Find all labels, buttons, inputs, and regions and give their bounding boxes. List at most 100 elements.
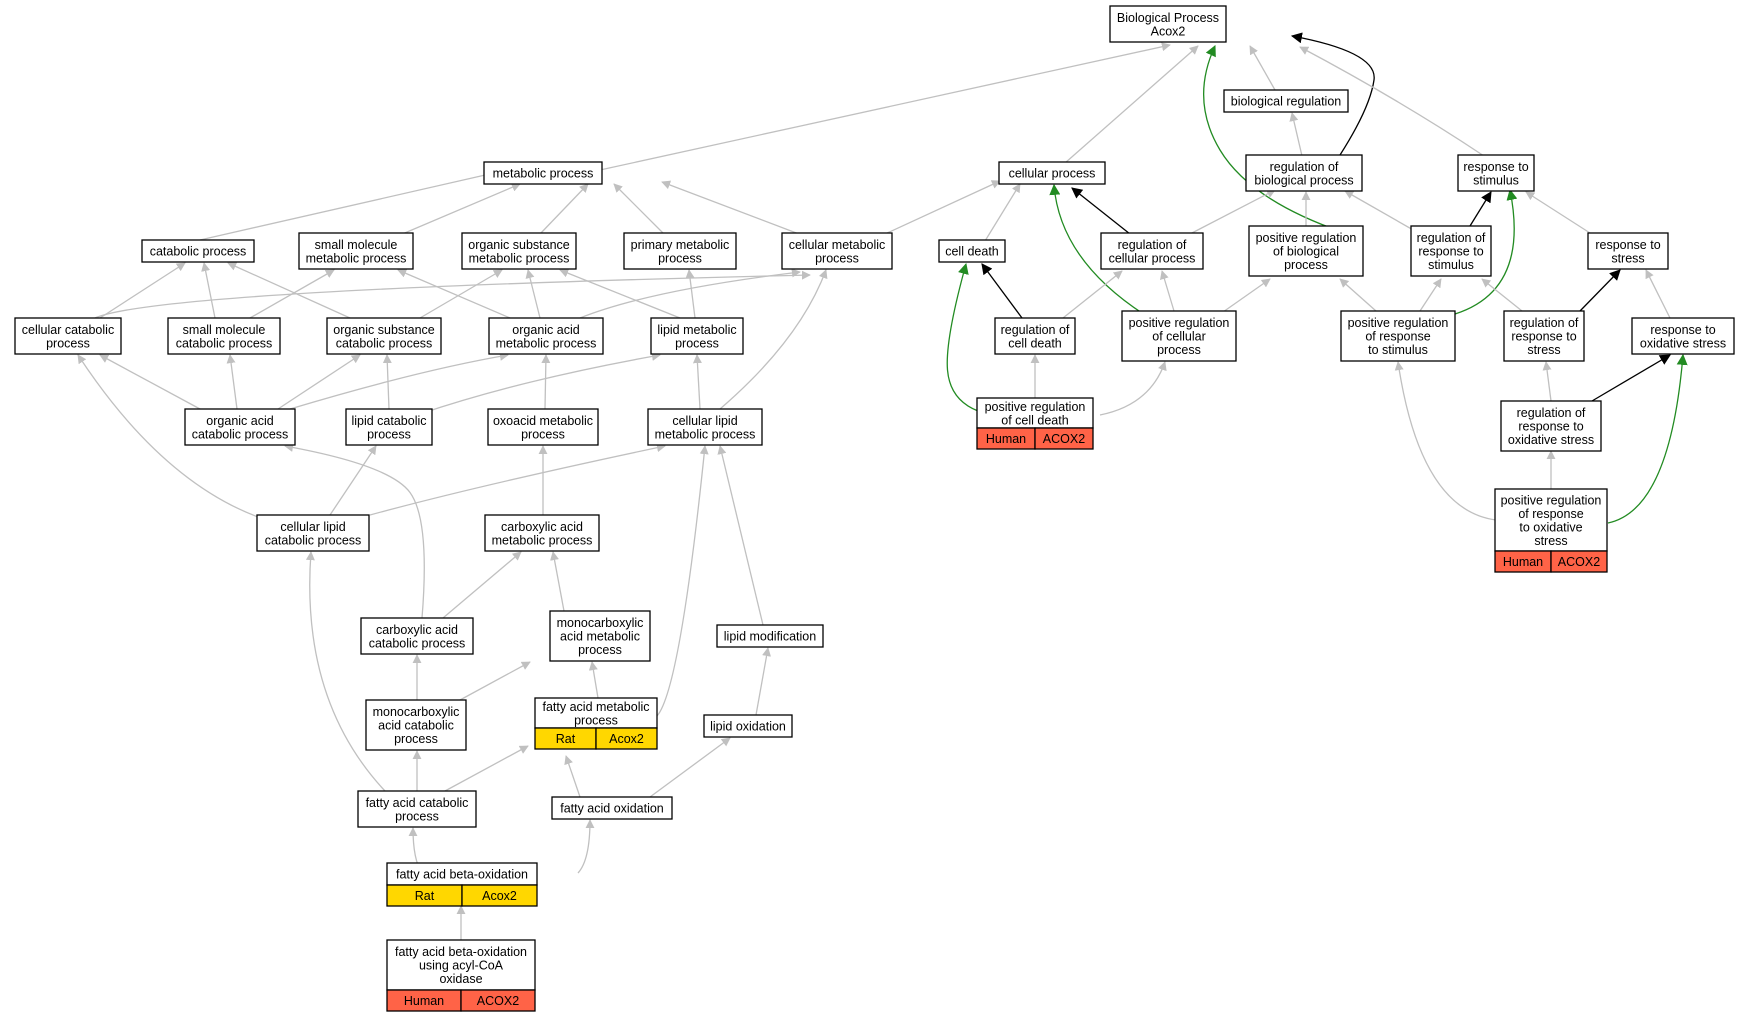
edge-cell_met-to-cellular_process	[884, 180, 1001, 235]
edge-lipid_mod-to-cell_lipid_met	[717, 445, 764, 626]
node-cellular-process[interactable]: cellular process	[998, 161, 1106, 185]
node-label-line: process	[578, 643, 622, 657]
node-box	[703, 714, 793, 738]
node-label-line: of biological	[1273, 245, 1339, 259]
node-label-line: fatty acid metabolic	[543, 700, 650, 714]
node-cell-death[interactable]: cell death	[938, 239, 1006, 263]
node-label-line: oxidative stress	[1640, 336, 1726, 350]
node-box	[647, 408, 763, 446]
edge-cell_death-to-cellular_process	[984, 183, 1021, 242]
node-label-line: oxidase	[439, 972, 482, 986]
node-label-line: positive regulation	[985, 400, 1086, 414]
node-label-line: lipid modification	[724, 630, 816, 644]
node-fa-ox[interactable]: fatty acid oxidation	[551, 796, 673, 820]
node-label-line: monocarboxylic	[373, 705, 460, 719]
node-label-line: small molecule	[183, 323, 266, 337]
node-box	[360, 617, 474, 655]
node-label-line: positive regulation	[1129, 316, 1230, 330]
gene-label: ACOX2	[1558, 555, 1600, 569]
node-label-line: lipid catabolic	[351, 414, 426, 428]
node-label-line: response to	[1418, 245, 1483, 259]
node-metabolic[interactable]: metabolic process	[483, 161, 603, 185]
edge-pos_reg_resp_stim-to-reg_resp_stim	[1419, 278, 1442, 312]
node-label-line: process	[574, 713, 618, 727]
node-label-line: regulation of	[1270, 160, 1339, 174]
gene-cell	[1034, 427, 1094, 450]
node-box	[461, 232, 577, 270]
node-label-line: fatty acid catabolic	[366, 796, 469, 810]
edge-resp_ox_stress-to-resp_stress	[1645, 269, 1671, 319]
node-lipid-ox[interactable]: lipid oxidation	[703, 714, 793, 738]
node-box	[184, 408, 296, 446]
node-label-line: fatty acid oxidation	[560, 802, 664, 816]
edges-layer	[77, 32, 1688, 940]
node-label-line: process	[658, 251, 702, 265]
node-box	[487, 408, 599, 446]
edge-resp_stim-to-bp	[1299, 46, 1485, 157]
node-catabolic[interactable]: catabolic process	[141, 239, 255, 263]
node-box	[1457, 154, 1535, 192]
node-bio-reg[interactable]: biological regulation	[1223, 89, 1349, 113]
node-label-line: acid catabolic	[378, 719, 454, 733]
node-label-line: oxidative stress	[1508, 433, 1594, 447]
node-box	[976, 397, 1094, 429]
node-box	[994, 317, 1076, 355]
edge-org_acid_catab-to-cell_catab	[99, 354, 201, 410]
node-label-line: metabolic process	[655, 427, 756, 441]
edge-org_acid_catab-to-small_mol_catab	[226, 354, 238, 410]
node-box	[623, 232, 737, 270]
node-label-line: metabolic process	[469, 251, 570, 265]
node-label-line: stress	[1527, 343, 1560, 357]
edge-cell_lipid_catab-to-cell_lipid_met	[369, 443, 666, 516]
node-label-line: catabolic process	[265, 533, 362, 547]
edge-lipid_met-to-primary_met	[685, 269, 696, 319]
node-lipid-mod[interactable]: lipid modification	[716, 624, 824, 648]
node-label-line: primary metabolic	[631, 238, 730, 252]
node-label-line: fatty acid beta-oxidation	[396, 868, 528, 882]
node-label-line: regulation of	[1118, 238, 1187, 252]
node-box	[1340, 310, 1456, 362]
node-box	[1245, 154, 1363, 192]
node-label-line: using acyl-CoA	[419, 959, 504, 973]
node-label-line: stress	[1534, 534, 1567, 548]
